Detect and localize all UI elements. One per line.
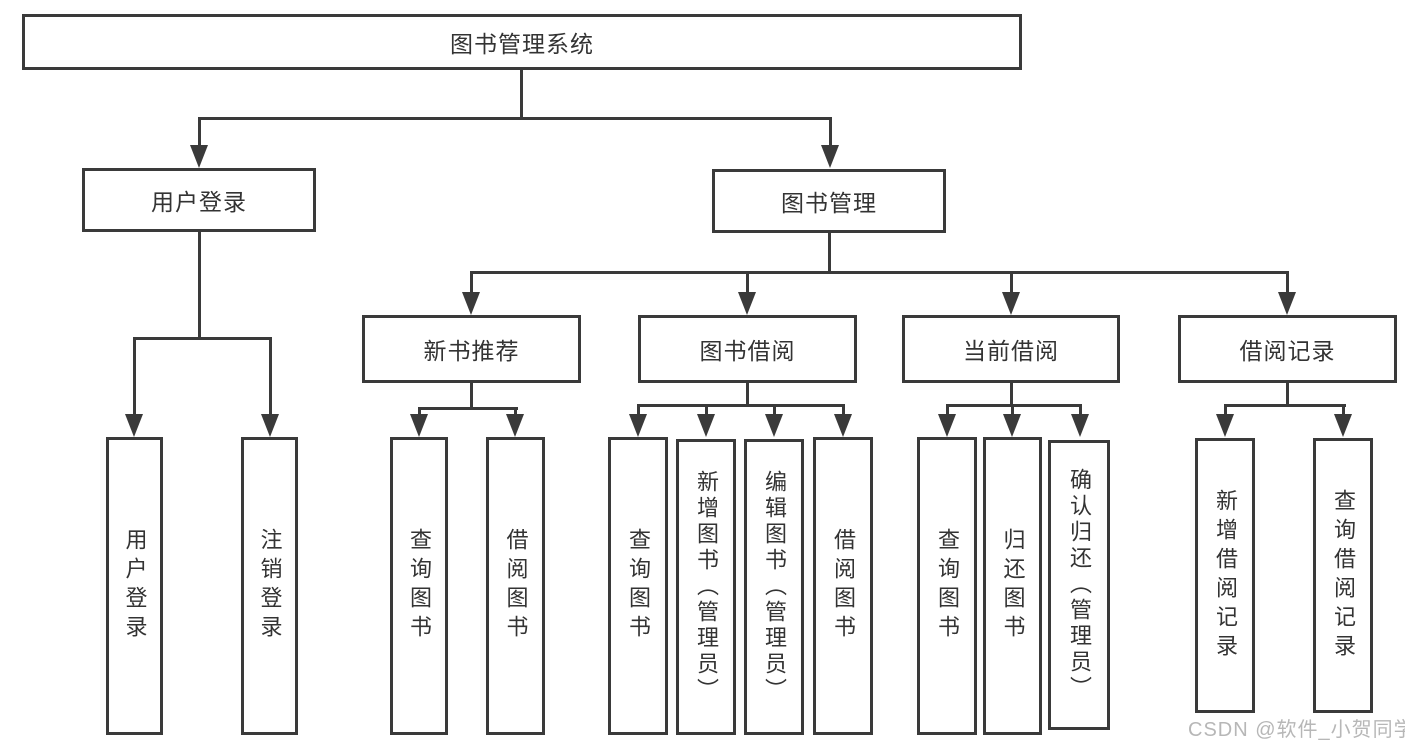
arrowhead-down-icon — [1216, 414, 1234, 437]
arrowhead-down-icon — [261, 414, 279, 437]
leaf-query-books-1-label: 查询图书 — [407, 528, 432, 644]
connector-line — [1010, 383, 1013, 407]
node-borrowing-records: 借阅记录 — [1178, 315, 1397, 383]
connector-line — [514, 407, 517, 416]
connector-line — [773, 404, 776, 416]
leaf-add-borrow-record-label: 新增借阅记录 — [1213, 488, 1238, 663]
node-book-borrowing-label: 图书借阅 — [699, 338, 796, 364]
connector-line — [829, 117, 832, 146]
connector-line — [1286, 271, 1289, 293]
connector-line — [1342, 404, 1345, 416]
leaf-add-book-admin: 新增图书（管理员） — [676, 439, 736, 735]
arrowhead-down-icon — [629, 414, 647, 437]
leaf-return-books: 归还图书 — [983, 437, 1042, 735]
arrowhead-down-icon — [1003, 414, 1021, 437]
connector-line — [470, 271, 1288, 274]
leaf-edit-book-admin: 编辑图书（管理员） — [744, 439, 804, 735]
leaf-query-books-1: 查询图书 — [390, 437, 448, 735]
connector-line — [842, 404, 845, 416]
leaf-confirm-return-admin: 确认归还（管理员） — [1048, 440, 1110, 730]
leaf-borrow-books-2: 借阅图书 — [813, 437, 873, 735]
arrowhead-down-icon — [821, 145, 839, 168]
connector-line — [133, 337, 136, 415]
leaf-query-books-3-label: 查询图书 — [935, 528, 960, 644]
node-user-login-label: 用户登录 — [151, 189, 247, 215]
connector-line — [1010, 271, 1013, 293]
connector-line — [746, 271, 749, 293]
node-library-system: 图书管理系统 — [22, 14, 1022, 70]
leaf-confirm-return-admin-label: 确认归还（管理员） — [1067, 468, 1092, 702]
node-book-borrowing: 图书借阅 — [638, 315, 857, 383]
leaf-add-book-admin-label: 新增图书（管理员） — [694, 470, 719, 704]
arrowhead-down-icon — [834, 414, 852, 437]
connector-line — [418, 407, 518, 410]
arrowhead-down-icon — [506, 414, 524, 437]
leaf-query-books-2-label: 查询图书 — [626, 528, 651, 644]
connector-line — [470, 383, 473, 410]
connector-line — [1286, 383, 1289, 407]
connector-line — [828, 233, 831, 274]
connector-line — [1079, 404, 1082, 416]
node-library-system-label: 图书管理系统 — [450, 31, 594, 57]
arrowhead-down-icon — [697, 414, 715, 437]
arrowhead-down-icon — [410, 414, 428, 437]
connector-line — [1224, 404, 1346, 407]
connector-line — [198, 232, 201, 340]
connector-line — [470, 271, 473, 293]
arrowhead-down-icon — [462, 292, 480, 315]
leaf-return-books-label: 归还图书 — [1000, 528, 1026, 644]
arrowhead-down-icon — [765, 414, 783, 437]
arrowhead-down-icon — [738, 292, 756, 315]
node-book-management: 图书管理 — [712, 169, 946, 233]
leaf-logout-label: 注销登录 — [257, 528, 283, 644]
connector-line — [520, 70, 523, 120]
node-book-management-label: 图书管理 — [781, 190, 877, 216]
leaf-query-borrow-record-label: 查询借阅记录 — [1331, 488, 1356, 663]
connector-line — [946, 404, 949, 416]
node-borrowing-records-label: 借阅记录 — [1239, 338, 1336, 364]
leaf-query-books-2: 查询图书 — [608, 437, 668, 735]
node-user-login: 用户登录 — [82, 168, 316, 232]
leaf-query-books-3: 查询图书 — [917, 437, 977, 735]
node-current-borrowing: 当前借阅 — [902, 315, 1120, 383]
connector-line — [946, 404, 1082, 407]
leaf-user-login-label: 用户登录 — [122, 528, 148, 644]
leaf-edit-book-admin-label: 编辑图书（管理员） — [762, 470, 787, 704]
arrowhead-down-icon — [125, 414, 143, 437]
connector-line — [1011, 404, 1014, 416]
connector-line — [746, 383, 749, 407]
leaf-add-borrow-record: 新增借阅记录 — [1195, 438, 1255, 713]
connector-line — [1224, 404, 1227, 416]
leaf-logout: 注销登录 — [241, 437, 298, 735]
connector-line — [418, 407, 421, 416]
node-new-book-recommend-label: 新书推荐 — [423, 338, 520, 364]
leaf-borrow-books-2-label: 借阅图书 — [831, 528, 856, 644]
leaf-borrow-books-1: 借阅图书 — [486, 437, 545, 735]
node-new-book-recommend: 新书推荐 — [362, 315, 581, 383]
arrowhead-down-icon — [190, 145, 208, 168]
arrowhead-down-icon — [1002, 292, 1020, 315]
arrowhead-down-icon — [938, 414, 956, 437]
leaf-query-borrow-record: 查询借阅记录 — [1313, 438, 1373, 713]
arrowhead-down-icon — [1071, 414, 1089, 437]
connector-line — [705, 404, 708, 416]
watermark: CSDN @软件_小贺同学 — [1188, 719, 1405, 741]
connector-line — [269, 337, 272, 415]
leaf-user-login: 用户登录 — [106, 437, 163, 735]
arrowhead-down-icon — [1278, 292, 1296, 315]
node-current-borrowing-label: 当前借阅 — [963, 338, 1059, 364]
connector-line — [637, 404, 640, 416]
leaf-borrow-books-1-label: 借阅图书 — [503, 528, 529, 644]
connector-line — [637, 404, 845, 407]
connector-line — [133, 337, 272, 340]
connector-line — [198, 117, 201, 146]
arrowhead-down-icon — [1334, 414, 1352, 437]
connector-line — [198, 117, 832, 120]
